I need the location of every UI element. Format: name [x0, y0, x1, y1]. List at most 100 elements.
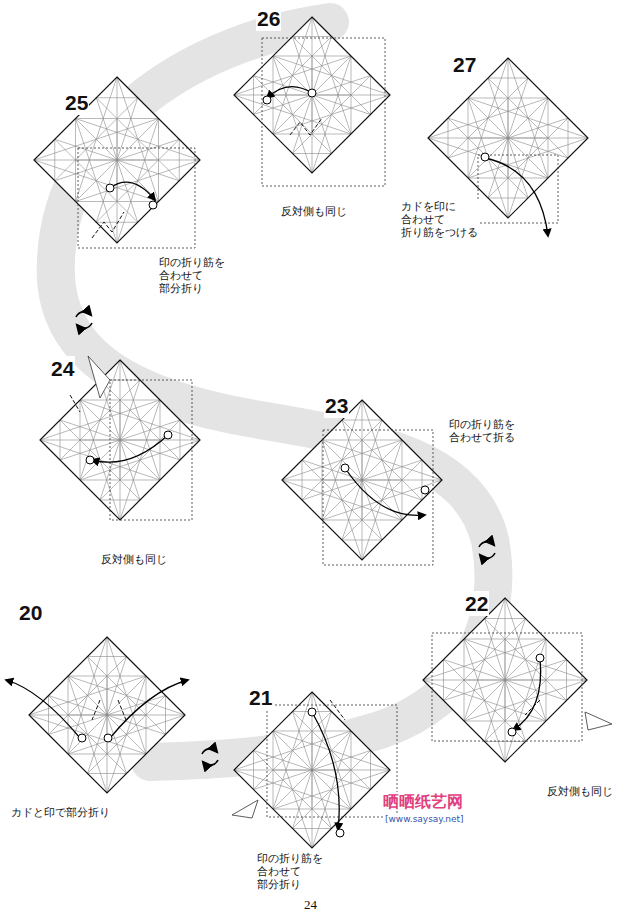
- valley-fold: [525, 700, 540, 715]
- crease-pattern: [34, 77, 200, 243]
- crease-pattern: [282, 400, 442, 560]
- crease-line: [293, 36, 332, 37]
- crease-line: [485, 618, 526, 619]
- crease-line: [117, 119, 159, 244]
- crease-line: [342, 420, 362, 480]
- reference-mark: [86, 456, 94, 464]
- crease-line: [362, 480, 382, 540]
- crease-line: [468, 98, 588, 138]
- crease-line: [55, 139, 117, 160]
- paper-flap: [232, 800, 258, 818]
- turn-arc: [479, 542, 494, 547]
- turn-arc: [77, 323, 92, 328]
- fold-arrow: [485, 158, 548, 236]
- crease-line: [165, 696, 166, 735]
- crease-line: [49, 696, 108, 716]
- fold-region: [78, 148, 195, 248]
- crease-line: [508, 118, 568, 138]
- crease-line: [422, 460, 423, 500]
- crease-line: [312, 56, 351, 173]
- crease-pattern: [234, 692, 390, 848]
- crease-line: [107, 657, 127, 716]
- crease-line: [464, 639, 587, 680]
- crease-line: [312, 37, 332, 96]
- instruction-note: 反対側も同じ: [546, 785, 614, 798]
- fold-arrow: [110, 680, 188, 738]
- paper-outline: [40, 360, 200, 520]
- crease-line: [117, 98, 138, 160]
- crease-line: [508, 98, 548, 218]
- crease-line: [312, 95, 332, 154]
- crease-line: [448, 118, 449, 158]
- crease-line: [444, 680, 506, 701]
- crease-line: [370, 751, 371, 790]
- page-number: 24: [303, 897, 318, 913]
- paper-fill: [423, 598, 587, 762]
- crease-line: [107, 715, 127, 774]
- crease-line: [505, 660, 567, 681]
- crease-line: [234, 770, 351, 809]
- crease-line: [60, 420, 61, 460]
- crease-line: [100, 500, 140, 501]
- crease-line: [254, 770, 313, 790]
- instruction-note: カドを印に 合わせて 折り筋をつける: [400, 200, 479, 240]
- fold-region: [478, 155, 558, 223]
- reference-mark: [341, 464, 349, 472]
- instruction-note: 反対側も同じ: [280, 205, 348, 218]
- step-number: 25: [64, 90, 89, 115]
- reference-mark: [104, 734, 112, 742]
- fold-arrow: [312, 712, 339, 830]
- step-number: 24: [50, 356, 75, 381]
- crease-line: [120, 440, 180, 460]
- crease-line: [508, 78, 528, 138]
- crease-line: [342, 420, 382, 421]
- crease-line: [293, 828, 332, 829]
- crease-pattern: [29, 637, 185, 793]
- crease-line: [273, 56, 351, 134]
- reference-mark: [536, 654, 544, 662]
- instruction-note: 印の折り筋を 合わせて 部分折り: [158, 256, 226, 296]
- crease-line: [312, 76, 371, 96]
- paper-fill: [34, 77, 200, 243]
- crease-line: [49, 715, 108, 735]
- crease-line: [428, 138, 548, 178]
- paper-outline: [34, 77, 200, 243]
- valley-fold: [118, 700, 126, 720]
- turn-over-symbol: [479, 542, 495, 558]
- crease-line: [55, 160, 117, 181]
- crease-line: [505, 639, 546, 762]
- crease-line: [505, 680, 526, 742]
- crease-line: [120, 420, 180, 440]
- crease-line: [488, 78, 508, 138]
- crease-line: [34, 160, 159, 202]
- paper-fill: [234, 692, 390, 848]
- paper-fill: [428, 58, 588, 218]
- crease-pattern: [428, 58, 588, 218]
- crease-line: [120, 440, 140, 500]
- reference-mark: [263, 96, 271, 104]
- crease-line: [302, 460, 303, 500]
- reference-mark: [508, 728, 516, 736]
- crease-line: [362, 440, 402, 560]
- crease-line: [505, 680, 567, 701]
- turn-arc: [76, 312, 91, 317]
- crease-line: [293, 712, 313, 771]
- crease-line: [107, 696, 166, 716]
- fold-region: [432, 633, 582, 741]
- crease-line: [282, 480, 402, 520]
- crease-line: [312, 95, 371, 115]
- crease-line: [362, 420, 382, 480]
- valley-fold: [92, 700, 100, 720]
- instruction-note: 印の折り筋を 合わせて折る: [448, 418, 516, 444]
- crease-line: [293, 770, 313, 829]
- paper-outline: [234, 692, 390, 848]
- crease-line: [117, 160, 179, 181]
- crease-line: [254, 751, 313, 771]
- crease-pattern: [234, 17, 390, 173]
- crease-line: [443, 660, 444, 701]
- turn-arc: [480, 553, 495, 558]
- crease-line: [448, 118, 508, 138]
- crease-line: [293, 153, 332, 154]
- crease-line: [76, 119, 201, 161]
- turn-over-symbol: [76, 312, 92, 328]
